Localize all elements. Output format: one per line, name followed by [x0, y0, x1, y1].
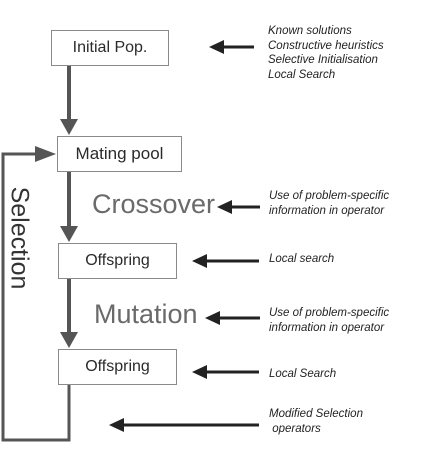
operator-mutation: Mutation — [94, 299, 198, 329]
note-line: Local Search — [269, 368, 337, 380]
note-line: Local search — [269, 253, 335, 265]
connector-offspring-to-offspring — [60, 279, 78, 348]
operator-selection-label: Selection — [5, 186, 34, 290]
node-mating-pool-label: Mating pool — [75, 144, 164, 163]
arrow-selection-note — [109, 418, 259, 432]
note-line: information in operator — [269, 204, 385, 217]
node-offspring-1: Offspring — [58, 243, 177, 279]
note-line: Modified Selection — [269, 408, 363, 420]
arrow-mutation-note — [205, 311, 260, 325]
arrow-offspring2-note — [192, 365, 259, 379]
note-crossover: Use of problem-specific information in o… — [269, 189, 389, 218]
node-initial-pop-label: Initial Pop. — [72, 39, 148, 56]
note-offspring-2: Local Search — [269, 367, 336, 382]
arrow-crossover-note — [217, 200, 260, 214]
connector-mating-to-offspring — [60, 172, 78, 242]
note-offspring-1: Local search — [269, 252, 334, 267]
node-offspring-2-label: Offspring — [85, 358, 150, 375]
note-line: Selective Initialisation — [268, 54, 378, 66]
node-offspring-2: Offspring — [58, 349, 177, 385]
note-line: information in operator — [269, 321, 385, 334]
arrow-offspring1-note — [192, 254, 259, 268]
arrow-initial-note — [209, 40, 254, 54]
note-line: operators — [269, 422, 321, 435]
node-offspring-1-label: Offspring — [85, 252, 150, 269]
connector-initial-to-mating — [60, 66, 78, 135]
operator-crossover: Crossover — [92, 189, 216, 219]
note-line: Use of problem-specific — [269, 307, 390, 319]
note-selection: Modified Selection operators — [269, 407, 363, 436]
note-line: Constructive heuristics — [268, 39, 384, 52]
note-line: Known solutions — [268, 25, 352, 37]
node-initial-pop: Initial Pop. — [51, 30, 169, 66]
node-mating-pool: Mating pool — [57, 136, 182, 172]
note-mutation: Use of problem-specific information in o… — [269, 306, 389, 335]
note-line: Use of problem-specific — [269, 190, 390, 202]
note-initialisation: Known solutions Constructive heuristics … — [268, 24, 384, 82]
selection-loop — [1, 146, 71, 442]
note-line: Local Search — [268, 68, 336, 81]
